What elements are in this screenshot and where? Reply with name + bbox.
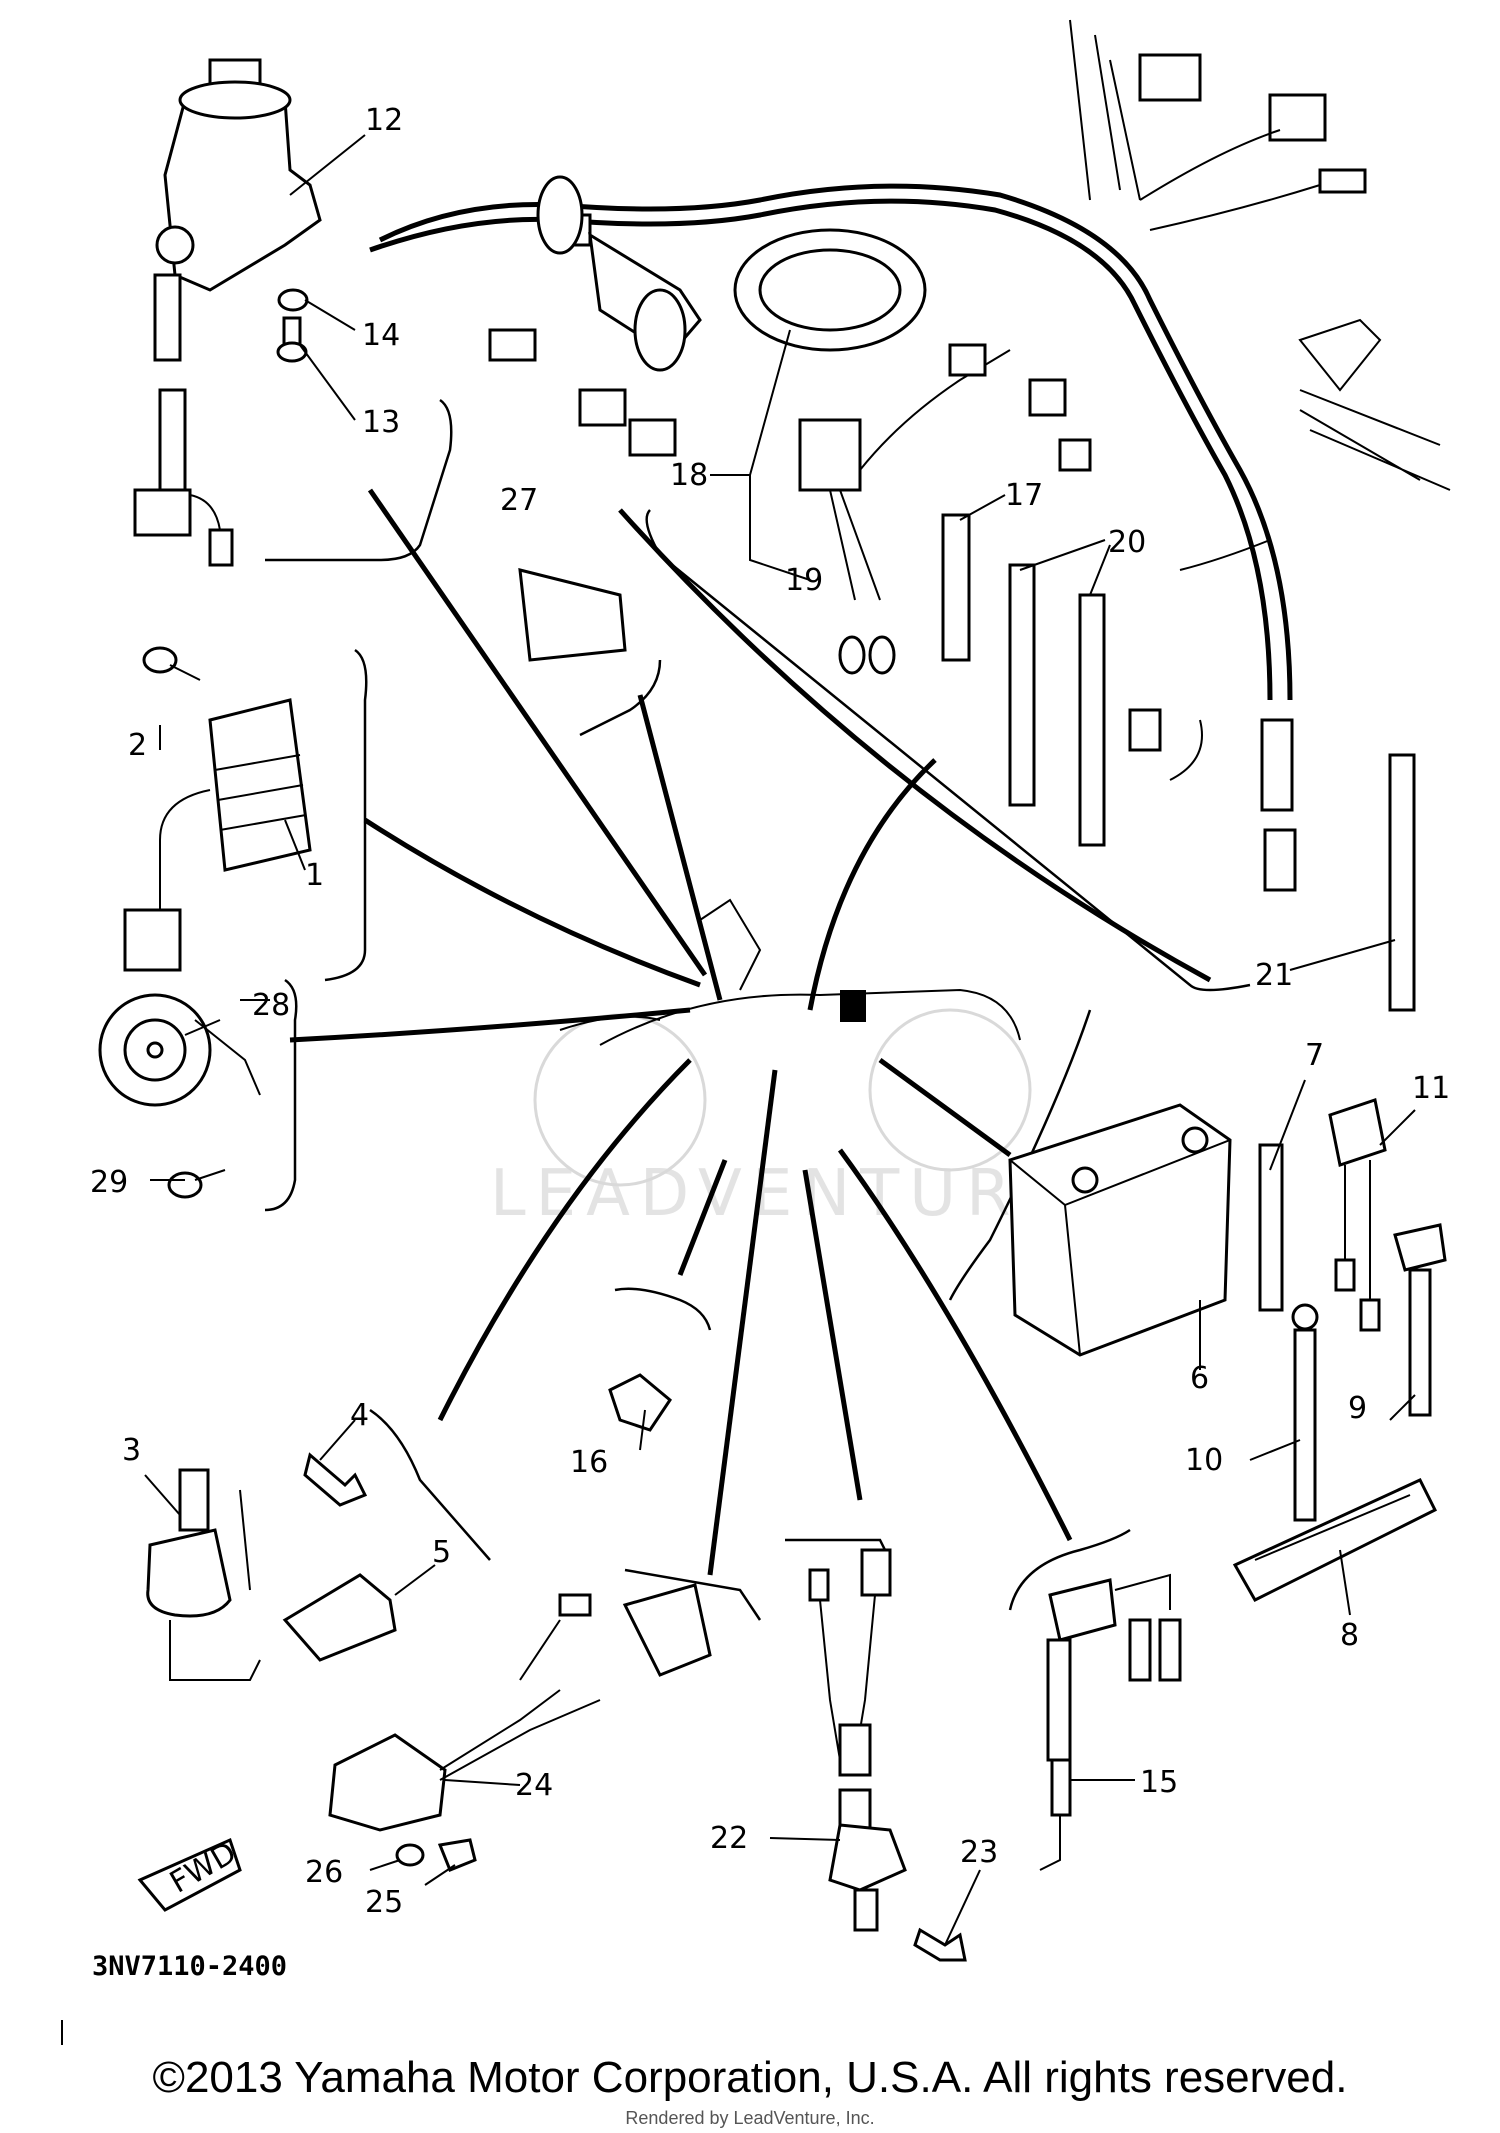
callout-1: 1 (305, 858, 324, 893)
part-20-band (1008, 563, 1106, 847)
callout-3: 3 (122, 1433, 141, 1468)
part-10-lead (1291, 1303, 1319, 1522)
diagram-code: 3NV7110-2400 (92, 1951, 287, 1982)
callout-25: 25 (365, 1885, 403, 1920)
part-19-sub-lead (798, 343, 1011, 675)
part-23-screw (913, 1927, 967, 1962)
part-28-horn (98, 993, 261, 1107)
callout-numbers: 1 2 3 4 5 6 7 8 9 10 11 12 13 14 15 16 1… (90, 103, 1450, 1920)
callout-2: 2 (128, 728, 147, 763)
callout-15: 15 (1140, 1765, 1178, 1800)
callout-22: 22 (710, 1821, 748, 1856)
part-1-rectifier (123, 698, 312, 972)
part-9-lead (1393, 1223, 1447, 1417)
callout-13: 13 (362, 405, 400, 440)
callout-9: 9 (1348, 1391, 1367, 1426)
callout-24: 24 (515, 1768, 553, 1803)
rendered-by-notice: Rendered by LeadVenture, Inc. (625, 2108, 875, 2128)
callout-leaders (144, 134, 1416, 1946)
part-2-bolt (142, 646, 201, 681)
part-5-plug-cap (282, 1573, 397, 1662)
callout-5: 5 (432, 1535, 451, 1570)
part-4-bolt (303, 1452, 368, 1507)
part-7-breather-tube (1258, 1143, 1284, 1312)
callout-18: 18 (670, 458, 708, 493)
callout-16: 16 (570, 1445, 608, 1480)
part-16-neutral-switch (608, 1373, 672, 1432)
callout-11: 11 (1412, 1071, 1450, 1106)
callout-14: 14 (362, 318, 400, 353)
part-26-washer (395, 1843, 425, 1867)
part-18-wire-harness (369, 19, 1451, 892)
callout-23: 23 (960, 1835, 998, 1870)
callout-10: 10 (1185, 1443, 1223, 1478)
part-15-sensor (1039, 1573, 1182, 1871)
part-17-band (941, 513, 971, 662)
copyright-notice: ©2013 Yamaha Motor Corporation, U.S.A. A… (152, 2053, 1348, 2102)
callout-20: 20 (1108, 525, 1146, 560)
callout-17: 17 (1005, 478, 1043, 513)
callout-29: 29 (90, 1165, 128, 1200)
part-21-band (1388, 753, 1416, 1012)
callout-27: 27 (500, 483, 538, 518)
part-24-cdi-unit (328, 1583, 712, 1832)
callout-4: 4 (350, 1398, 369, 1433)
callout-21: 21 (1255, 958, 1293, 993)
callout-8: 8 (1340, 1618, 1359, 1653)
part-8-battery-band (1232, 1478, 1438, 1602)
part-13-screw (276, 316, 308, 363)
callout-12: 12 (365, 103, 403, 138)
motorcycle-silhouette (533, 898, 1032, 1187)
part-22-sensor (808, 1548, 907, 1932)
part-29-bolt (167, 1169, 226, 1199)
leader-lines (289, 488, 1212, 1576)
part-14-washer (277, 288, 309, 312)
callout-19: 19 (785, 563, 823, 598)
part-25-bolt (437, 1838, 477, 1872)
part-27-relay (518, 568, 627, 662)
callout-6: 6 (1190, 1361, 1209, 1396)
callout-7: 7 (1305, 1038, 1324, 1073)
part-11-terminal (1328, 1098, 1387, 1332)
part-12-main-switch (133, 58, 322, 567)
callout-26: 26 (305, 1855, 343, 1890)
brackets (264, 398, 1251, 1621)
part-3-ignition-coil (146, 1468, 261, 1681)
callout-28: 28 (252, 988, 290, 1023)
part-6-battery (1008, 1103, 1232, 1357)
fwd-arrow-icon: FWD (137, 1835, 242, 1912)
